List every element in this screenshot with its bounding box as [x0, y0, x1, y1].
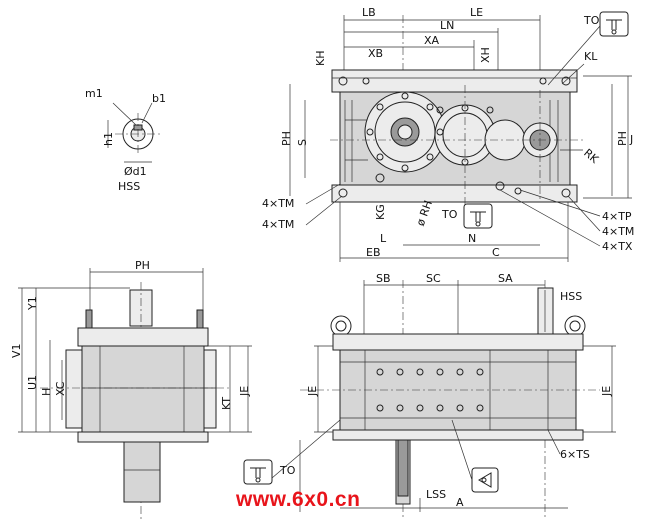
tx4-label: 4×TX [602, 240, 633, 253]
d1-label: Ød1 [124, 165, 147, 178]
lb-label: LB [362, 6, 376, 19]
oil-drain-level-icon-bottom [478, 472, 492, 488]
n-label: N [468, 232, 476, 245]
ph-top-label: PH [280, 131, 293, 146]
y1-label: Y1 [26, 296, 39, 311]
tm4-c-label: 4×TM [602, 225, 634, 238]
drain-callout [451, 419, 499, 493]
side-view: PH V1 Y1 U1 H XC [10, 259, 341, 520]
hss-detail-label: HSS [118, 180, 140, 193]
tm4-b-label: 4×TM [262, 218, 294, 231]
oil-drain-level-icon [470, 211, 486, 227]
kt-label: KT [220, 397, 233, 410]
kl-label: KL [584, 50, 598, 63]
to-mid-label: TO [441, 208, 458, 221]
kh-label: KH [314, 51, 327, 67]
ph-side-label: PH [135, 259, 150, 272]
to-mid-callout: TO [441, 203, 493, 229]
xc-label: XC [54, 381, 67, 396]
xh-label: XH [479, 47, 492, 63]
to-bottom-callout: TO [243, 419, 341, 485]
u1-label: U1 [26, 375, 39, 390]
je-side-label: JE [238, 386, 251, 397]
lss-label: LSS [426, 488, 446, 501]
a-label: A [456, 496, 464, 509]
h-label: H [40, 388, 53, 396]
rh-label: ø RH [414, 199, 435, 228]
l-label: L [380, 232, 387, 245]
xb-label: XB [368, 47, 383, 60]
ts6-label: 6×TS [560, 448, 590, 461]
sa-label: SA [498, 272, 513, 285]
watermark: www.6x0.cn [235, 488, 360, 511]
ln-label: LN [440, 19, 454, 32]
kg-label: KG [374, 204, 387, 220]
shaft-end-detail: m1 b1 h1 Ød1 HSS [85, 87, 166, 193]
v1-label: V1 [10, 343, 23, 358]
oil-fill-plug-icon [606, 19, 622, 35]
b1-label: b1 [152, 92, 166, 105]
h1-label: h1 [102, 132, 115, 146]
rk-label: RK [581, 146, 601, 166]
s-label: S [296, 139, 309, 146]
oil-fill-plug-icon-bottom [250, 467, 266, 483]
to-bottom-label: TO [279, 464, 296, 477]
xa-label: XA [424, 34, 440, 47]
tm4-a-label: 4×TM [262, 197, 294, 210]
sc-label: SC [426, 272, 441, 285]
je-front-right-label: JE [600, 386, 613, 397]
le-label: LE [470, 6, 483, 19]
tp4-label: 4×TP [602, 210, 632, 223]
ph-right-label: PH [616, 131, 629, 146]
hss-right-label: HSS [560, 290, 582, 303]
je-front-left-label: JE [306, 386, 319, 397]
m1-label: m1 [85, 87, 103, 100]
sb-label: SB [376, 272, 391, 285]
front-view: SB SC SA HSS [299, 272, 616, 520]
to-top-label: TO [583, 14, 600, 27]
c-label: C [492, 246, 500, 259]
j-label: J [629, 133, 633, 146]
top-view: LB LE LN XB XA XH KH [262, 6, 634, 262]
eb-label: EB [366, 246, 381, 259]
to-top-callout: TO [547, 11, 629, 86]
